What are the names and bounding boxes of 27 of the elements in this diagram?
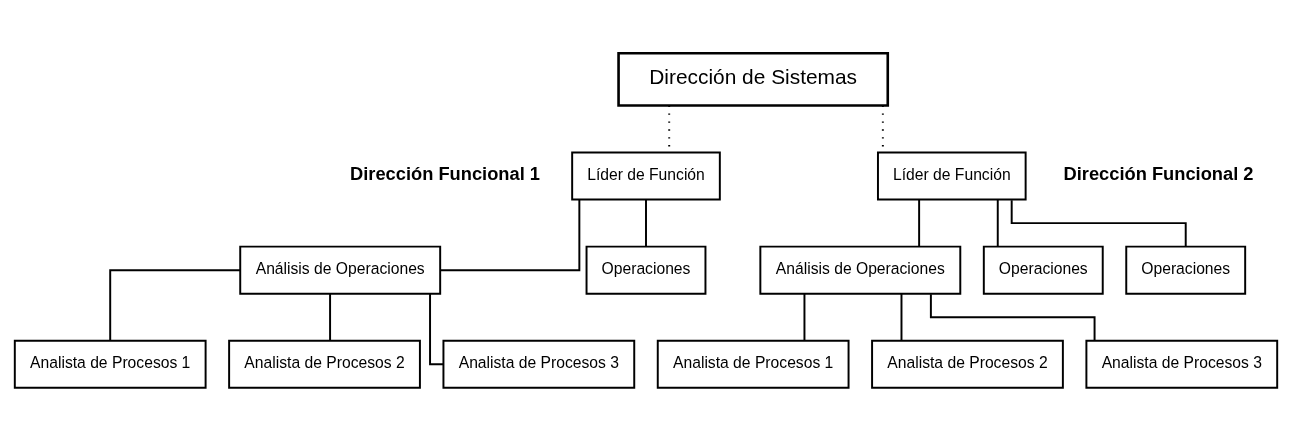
- node-box: Analista de Procesos 1: [13, 339, 207, 389]
- node-box: Operaciones: [982, 245, 1104, 295]
- node-box: Líder de Función: [571, 151, 721, 201]
- node-box: Operaciones: [585, 245, 707, 295]
- node-label: Dirección Funcional 2: [1063, 162, 1254, 184]
- node-box: Líder de Función: [877, 151, 1027, 201]
- node-label: Dirección Funcional 1: [350, 162, 540, 184]
- node-box: Dirección de Sistemas: [617, 51, 890, 107]
- node-box: Analista de Procesos 2: [228, 339, 421, 389]
- node-box: Analista de Procesos 3: [442, 339, 636, 389]
- connector: [1010, 199, 1187, 248]
- connector: [918, 198, 921, 248]
- connector: [439, 198, 581, 272]
- node-box: Analista de Procesos 2: [871, 339, 1064, 389]
- connector: [900, 292, 903, 342]
- connector: [929, 293, 1096, 342]
- node-box: Analista de Procesos 3: [1085, 339, 1279, 389]
- connector: [109, 269, 241, 342]
- connector: [645, 198, 647, 248]
- connector: [329, 292, 332, 342]
- connector: [996, 198, 999, 248]
- connector: [429, 292, 445, 366]
- connector: [803, 292, 806, 342]
- node-box: Análisis de Operaciones: [759, 245, 962, 295]
- node-box: Operaciones: [1125, 245, 1247, 295]
- node-box: Análisis de Operaciones: [239, 245, 442, 295]
- node-box: Analista de Procesos 1: [656, 339, 850, 389]
